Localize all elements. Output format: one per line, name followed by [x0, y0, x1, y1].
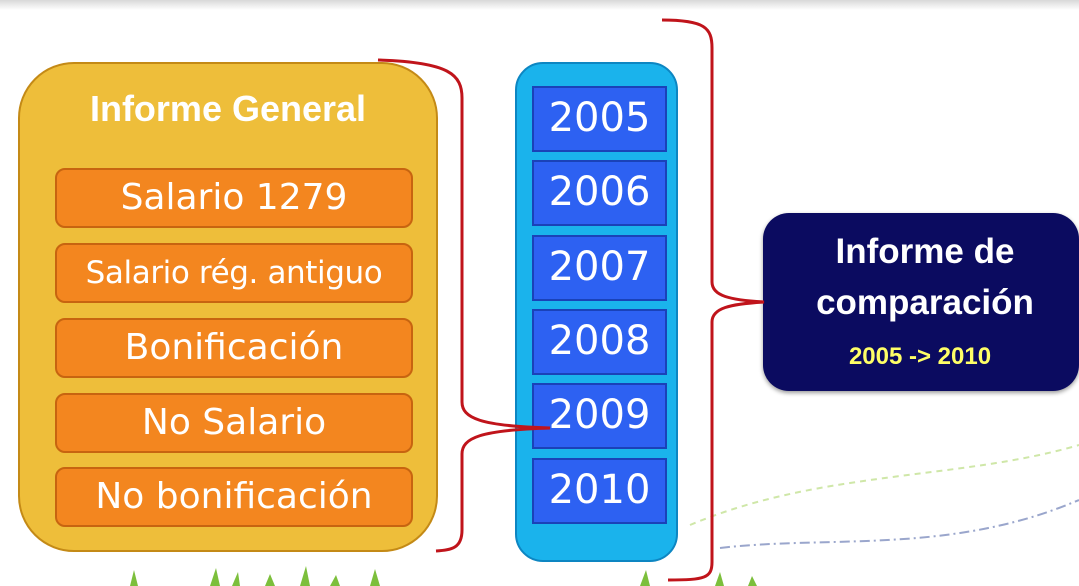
decorative-swoosh — [689, 444, 1079, 526]
category-no-salario: No Salario — [55, 393, 413, 453]
comparison-report-box — [763, 213, 1079, 391]
category-bonificacion: Bonificación — [55, 318, 413, 378]
comparison-year-range: 2005 -> 2010 — [848, 343, 992, 370]
year-2008: 2008 — [532, 309, 667, 375]
grass-decoration — [130, 566, 757, 586]
category-no-bonificacion: No bonificación — [55, 467, 413, 527]
comparison-title-line1: Informe de — [835, 232, 1015, 271]
year-2005: 2005 — [532, 86, 667, 152]
decorative-swoosh — [719, 499, 1079, 549]
year-2009: 2009 — [532, 383, 667, 449]
category-salario-reg-antiguo: Salario rég. antiguo — [55, 243, 413, 303]
year-2010: 2010 — [532, 458, 667, 524]
general-report-title: Informe General — [89, 88, 367, 129]
year-2006: 2006 — [532, 160, 667, 226]
comparison-title-line2: comparación — [816, 283, 1034, 322]
category-salario-1279: Salario 1279 — [55, 168, 413, 228]
year-2007: 2007 — [532, 235, 667, 301]
